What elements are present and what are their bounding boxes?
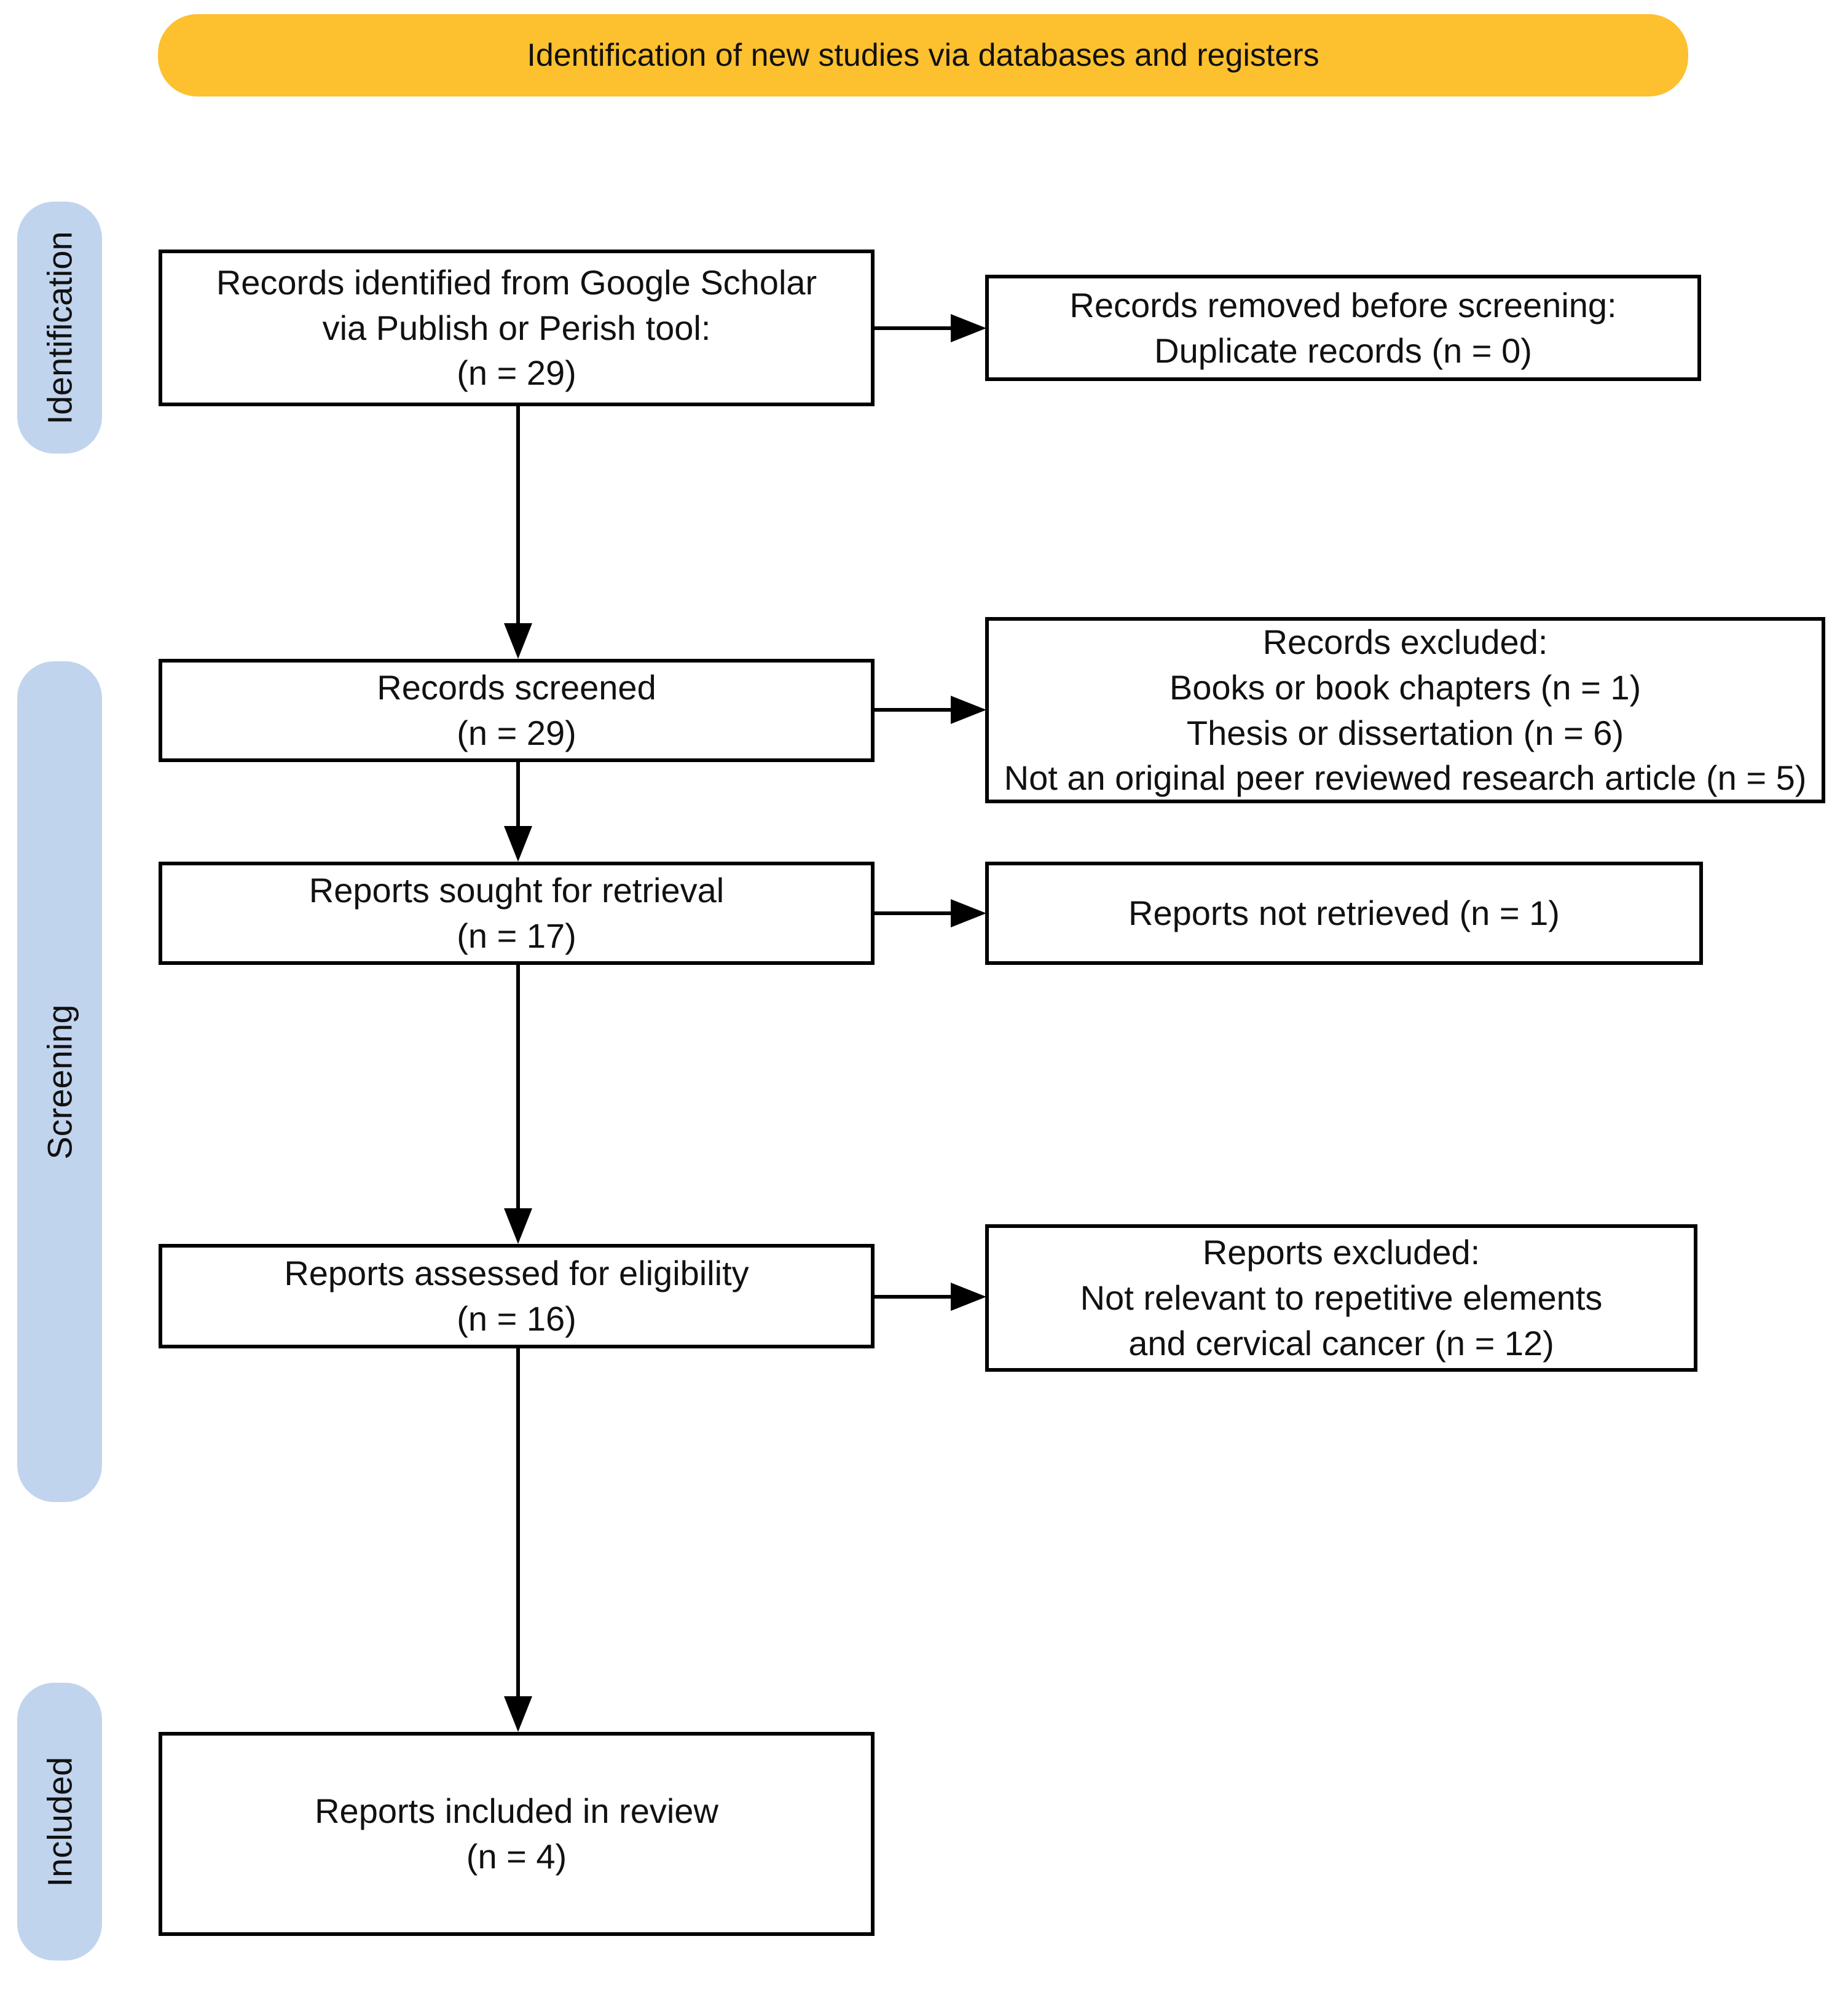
- stage-label-screening: Screening: [40, 1004, 79, 1160]
- box-line: Not relevant to repetitive elements: [1080, 1278, 1603, 1318]
- box-line: Records excluded:: [1262, 622, 1548, 661]
- box-line: Reports assessed for eligibility: [284, 1254, 749, 1293]
- box-line: Records removed before screening:: [1069, 285, 1617, 324]
- box-line: (n = 29): [457, 353, 576, 393]
- stage-pill-included: Included: [17, 1683, 102, 1961]
- box-line: Records screened: [377, 668, 656, 707]
- box-line: Thesis or dissertation (n = 6): [1186, 713, 1624, 752]
- box-line: Reports excluded:: [1202, 1233, 1480, 1272]
- box-reports-not-retrieved: Reports not retrieved (n = 1): [985, 862, 1703, 965]
- stage-label-included: Included: [40, 1756, 79, 1887]
- arrow-screened-to-records-excluded: [875, 708, 951, 712]
- box-line: Reports not retrieved (n = 1): [1128, 894, 1560, 933]
- banner: Identification of new studies via databa…: [158, 14, 1688, 96]
- box-line: via Publish or Perish tool:: [322, 308, 711, 347]
- stage-label-identification: Identification: [40, 230, 79, 425]
- box-line: (n = 29): [457, 714, 576, 752]
- box-line: Reports sought for retrieval: [309, 871, 725, 910]
- box-reports-assessed-for-eligibility: Reports assessed for eligibility (n = 16…: [159, 1244, 875, 1348]
- box-line: Reports included in review: [315, 1792, 718, 1831]
- banner-label: Identification of new studies via databa…: [527, 37, 1319, 73]
- box-line: (n = 16): [457, 1299, 576, 1338]
- box-line: Duplicate records (n = 0): [1154, 331, 1532, 370]
- box-line: and cervical cancer (n = 12): [1128, 1323, 1554, 1363]
- arrow-screened-to-sought: [516, 762, 520, 826]
- box-reports-included-in-review: Reports included in review (n = 4): [159, 1732, 875, 1936]
- box-records-removed-before-screening: Records removed before screening: Duplic…: [985, 275, 1701, 381]
- arrow-sought-to-assessed: [516, 965, 520, 1208]
- box-line: Books or book chapters (n = 1): [1169, 667, 1642, 707]
- arrow-sought-to-not-retrieved: [875, 911, 951, 915]
- box-line: Records identified from Google Scholar: [216, 262, 817, 302]
- box-records-identified: Records identified from Google Scholar v…: [159, 250, 875, 406]
- stage-pill-identification: Identification: [17, 202, 102, 454]
- box-reports-excluded: Reports excluded: Not relevant to repeti…: [985, 1224, 1697, 1372]
- arrow-assessed-to-included: [516, 1348, 520, 1696]
- arrow-identified-to-screened: [516, 406, 520, 623]
- arrow-identified-to-removed: [875, 326, 951, 330]
- box-line: (n = 4): [466, 1837, 567, 1876]
- box-line: Not an original peer reviewed research a…: [1004, 758, 1807, 798]
- box-records-excluded: Records excluded: Books or book chapters…: [985, 617, 1825, 803]
- arrow-assessed-to-reports-excluded: [875, 1295, 951, 1299]
- box-records-screened: Records screened (n = 29): [159, 659, 875, 762]
- stage-pill-screening: Screening: [17, 661, 102, 1502]
- box-reports-sought-for-retrieval: Reports sought for retrieval (n = 17): [159, 862, 875, 965]
- box-line: (n = 17): [457, 916, 576, 955]
